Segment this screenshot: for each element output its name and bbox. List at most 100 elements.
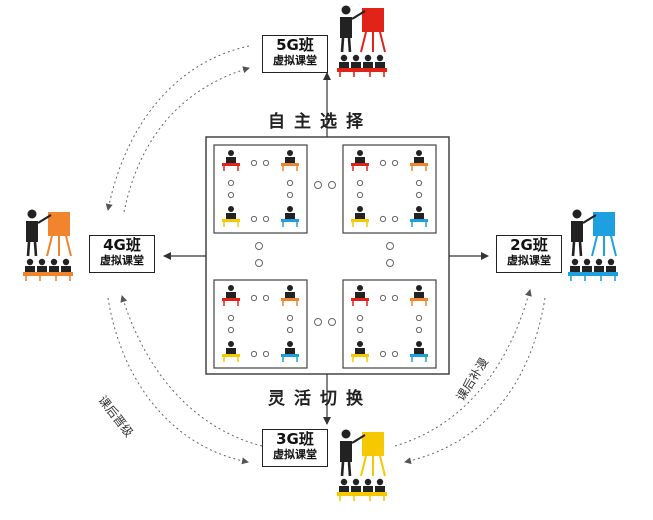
student-seat [410, 150, 428, 171]
teacher-leg [347, 461, 352, 477]
connector-dot [262, 350, 270, 358]
student-body [339, 486, 349, 492]
student-body [339, 62, 349, 68]
teacher-arm [37, 214, 52, 224]
student-seat [351, 285, 369, 306]
student-desk [281, 354, 299, 357]
student-head [38, 258, 46, 266]
student-desk [410, 298, 428, 301]
connector-dot [415, 326, 423, 334]
class-subtitle-right: 虚拟课堂 [507, 254, 551, 267]
student-body [226, 348, 236, 354]
board-leg [65, 235, 72, 257]
connector-dot [227, 326, 235, 334]
student-desk [222, 219, 240, 222]
student-head [62, 258, 70, 266]
connector-dot [227, 314, 235, 322]
connector-dot [415, 179, 423, 187]
class-subtitle-bottom: 虚拟课堂 [273, 448, 317, 461]
student-body [355, 157, 365, 163]
class-label-left: 4G班 虚拟课堂 [89, 235, 155, 273]
student-desk [281, 163, 299, 166]
teacher-body [340, 441, 352, 462]
connector-dot [391, 350, 399, 358]
student-body [414, 292, 424, 298]
student-seat [351, 206, 369, 227]
teacher-leg [578, 241, 583, 257]
connector-dot [286, 179, 294, 187]
student-desk [281, 219, 299, 222]
board-leg [360, 455, 367, 477]
student-head [357, 285, 363, 291]
student-body [355, 348, 365, 354]
teacher-leg [26, 241, 31, 257]
student-head [287, 285, 293, 291]
student-body [226, 213, 236, 219]
center-top-label: 自主选择 [268, 112, 372, 132]
teaching-board [593, 212, 615, 236]
connector-dot [314, 318, 322, 326]
student-desk [410, 354, 428, 357]
student-body [351, 62, 361, 68]
connector-dot [391, 294, 399, 302]
teaching-board [362, 432, 384, 456]
student-head [364, 54, 372, 62]
connector-dot [250, 294, 258, 302]
student-body [594, 266, 604, 272]
student-head [26, 258, 34, 266]
connector-dot [286, 191, 294, 199]
class-subtitle-top: 虚拟课堂 [273, 54, 317, 67]
connector-dot [255, 242, 263, 250]
student-head [357, 206, 363, 212]
teaching-board [362, 8, 384, 32]
student-seat [222, 341, 240, 362]
connector-dot [262, 294, 270, 302]
connector-dot [356, 314, 364, 322]
student-seat [281, 150, 299, 171]
connector-dot [227, 191, 235, 199]
teacher-body [26, 221, 38, 242]
student-body [414, 157, 424, 163]
board-leg [379, 455, 386, 477]
student-seat [410, 341, 428, 362]
student-head [416, 206, 422, 212]
connector-dot [415, 191, 423, 199]
class-cluster-bottom [337, 429, 387, 501]
student-desk [410, 163, 428, 166]
class-cluster-left [23, 209, 73, 281]
student-seat [281, 341, 299, 362]
board-leg [610, 235, 617, 257]
student-head [595, 258, 603, 266]
student-body [61, 266, 71, 272]
mini-classroom [213, 279, 308, 369]
connector-dot [250, 215, 258, 223]
student-long-desk [568, 272, 618, 276]
student-head [607, 258, 615, 266]
dotted-arc-bottom-left-outer [107, 297, 249, 465]
connector-dot [250, 159, 258, 167]
student-desk [222, 354, 240, 357]
student-desk [351, 163, 369, 166]
connector-dot [262, 159, 270, 167]
student-seat [410, 206, 428, 227]
student-head [571, 258, 579, 266]
student-desk [410, 219, 428, 222]
student-seat [281, 285, 299, 306]
student-seat [410, 285, 428, 306]
student-body [285, 157, 295, 163]
student-desk [351, 219, 369, 222]
class-label-top: 5G班 虚拟课堂 [262, 35, 328, 73]
teacher-head [27, 209, 37, 219]
student-long-desk [337, 68, 387, 72]
connector-dot [286, 326, 294, 334]
teacher-leg [33, 241, 38, 257]
student-body [363, 62, 373, 68]
mini-classroom [342, 144, 437, 234]
student-head [416, 150, 422, 156]
student-body [285, 348, 295, 354]
student-seat [222, 206, 240, 227]
student-desk [281, 298, 299, 301]
teacher-arm [351, 434, 366, 444]
student-body [414, 213, 424, 219]
student-body [363, 486, 373, 492]
